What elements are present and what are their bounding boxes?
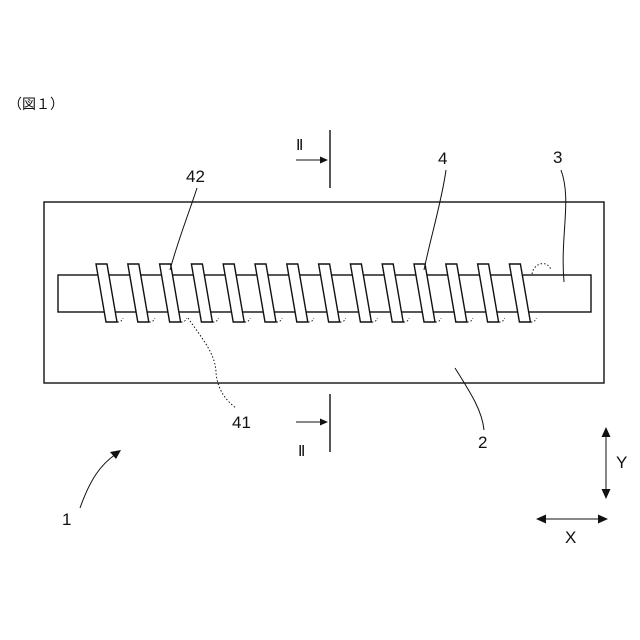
leader-2 xyxy=(455,368,484,430)
coil-turn xyxy=(414,264,435,322)
leader-1 xyxy=(80,454,116,508)
coil-turn xyxy=(319,264,340,322)
figure-caption: （図１） xyxy=(8,97,64,113)
leader-41-dotted xyxy=(188,318,236,408)
axis-x-label: X xyxy=(565,528,576,547)
coil-turn xyxy=(96,264,117,322)
leader-3 xyxy=(561,170,566,282)
label-42: 42 xyxy=(186,167,205,186)
label-2: 2 xyxy=(478,433,487,452)
coil-group xyxy=(96,264,536,322)
coil-turn xyxy=(350,264,371,322)
coil-turn xyxy=(478,264,499,322)
dotted-end-segment xyxy=(532,264,551,274)
coil-turn xyxy=(128,264,149,322)
coil-turn xyxy=(160,264,181,322)
coil-turn xyxy=(223,264,244,322)
coil-turn xyxy=(287,264,308,322)
section-arrowhead-top xyxy=(320,157,328,164)
coil-turn xyxy=(382,264,403,322)
section-arrowhead-bottom xyxy=(320,419,328,426)
label-3: 3 xyxy=(553,148,562,167)
coil-turn xyxy=(509,264,530,322)
section-label-top: Ⅱ xyxy=(296,138,303,154)
section-label-bottom: Ⅱ xyxy=(298,444,305,460)
label-1: 1 xyxy=(62,510,71,529)
coil-turn xyxy=(255,264,276,322)
label-4: 4 xyxy=(438,149,447,168)
axis-x-arrowhead-right xyxy=(598,515,608,524)
axis-x-arrowhead-left xyxy=(536,515,546,524)
label-41: 41 xyxy=(232,413,251,432)
leader-4 xyxy=(424,170,446,270)
axis-y-arrowhead-down xyxy=(602,489,611,499)
coil-turn xyxy=(191,264,212,322)
axis-y-arrowhead-up xyxy=(602,427,611,437)
axis-y-label: Y xyxy=(616,453,627,472)
coil-turn xyxy=(446,264,467,322)
leader-42 xyxy=(170,188,197,270)
